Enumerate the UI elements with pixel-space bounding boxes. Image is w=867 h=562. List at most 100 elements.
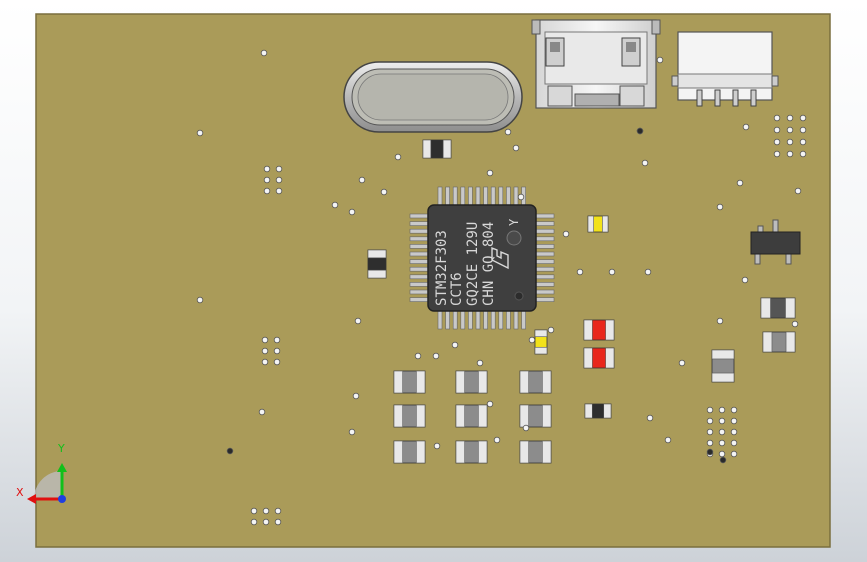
via [718, 439, 726, 447]
via [261, 336, 269, 344]
mcu-pin [490, 309, 496, 330]
via [260, 49, 268, 57]
led-yellow [534, 329, 548, 355]
via [786, 114, 794, 122]
via [799, 138, 807, 146]
mcu-pin [534, 259, 555, 264]
mcu-pin [483, 309, 488, 330]
via [348, 208, 356, 216]
via [656, 56, 664, 64]
via [263, 187, 271, 195]
mcu-pin [513, 309, 519, 330]
pin-header-connector [671, 31, 779, 107]
via [799, 114, 807, 122]
via [644, 268, 652, 276]
via [486, 400, 494, 408]
via [718, 428, 726, 436]
capacitor [711, 349, 735, 383]
mcu-pin [534, 251, 555, 257]
axis-triad-icon: X Y [16, 442, 67, 504]
via [794, 187, 802, 195]
crystal-oscillator [343, 61, 523, 133]
capacitor [455, 440, 488, 464]
via [522, 424, 530, 432]
mcu-pin [534, 221, 555, 226]
via [730, 450, 738, 458]
via [736, 179, 744, 187]
via [476, 359, 484, 367]
via [196, 129, 204, 137]
mcu-pin [437, 186, 443, 207]
via [274, 507, 282, 515]
via [730, 417, 738, 425]
mcu-pin [483, 186, 488, 207]
chip-marking-line1: STM32F303 [434, 230, 450, 306]
mcu-pin [490, 186, 496, 207]
via [512, 144, 520, 152]
mcu-pin [498, 309, 504, 330]
via [773, 126, 781, 134]
via [275, 187, 283, 195]
usb-connector [531, 19, 661, 109]
via [786, 126, 794, 134]
mcu-pin [506, 309, 511, 330]
via [432, 352, 440, 360]
mcu-pin [409, 228, 430, 234]
mcu-pin [498, 186, 504, 207]
via [394, 153, 402, 161]
via [742, 123, 750, 131]
mcu-pin [409, 221, 430, 226]
mcu-chip: STM32F303 CCT6 GQ2CE 129U CHN GQ 804 Y [427, 204, 537, 312]
via [263, 165, 271, 173]
via [791, 320, 799, 328]
via [547, 326, 555, 334]
mcu-pin [521, 309, 526, 330]
via [331, 201, 339, 209]
via [706, 448, 714, 456]
capacitor [455, 404, 488, 428]
capacitor [455, 370, 488, 394]
resistor [367, 249, 387, 279]
via [250, 518, 258, 526]
mcu-pin [409, 244, 430, 249]
mcu-pin [534, 266, 555, 272]
via [358, 176, 366, 184]
sot23-transistor [750, 219, 801, 265]
via [273, 358, 281, 366]
via [275, 165, 283, 173]
capacitor [760, 297, 796, 319]
via [433, 442, 441, 450]
mcu-pin [534, 297, 555, 302]
capacitor [393, 370, 426, 394]
capacitor [393, 404, 426, 428]
mcu-pin [445, 186, 450, 207]
via [741, 276, 749, 284]
via [261, 347, 269, 355]
via [504, 128, 512, 136]
via [562, 230, 570, 238]
mcu-pin [409, 259, 430, 264]
via [528, 336, 536, 344]
vias [196, 49, 807, 526]
mcu-pin [468, 186, 473, 207]
via [273, 336, 281, 344]
via [380, 188, 388, 196]
mcu-pin [460, 186, 466, 207]
led-yellow [587, 215, 609, 233]
via [493, 436, 501, 444]
via [706, 439, 714, 447]
mcu-pin [445, 309, 450, 330]
mcu-pin [475, 309, 481, 330]
via [354, 317, 362, 325]
via [226, 447, 234, 455]
via [636, 127, 644, 135]
via [576, 268, 584, 276]
capacitor [519, 440, 552, 464]
mcu-pin [409, 274, 430, 280]
mcu-pin [534, 289, 555, 295]
via [773, 150, 781, 158]
via [263, 176, 271, 184]
axis-y-label: Y [57, 442, 65, 455]
mcu-pin [409, 236, 430, 242]
